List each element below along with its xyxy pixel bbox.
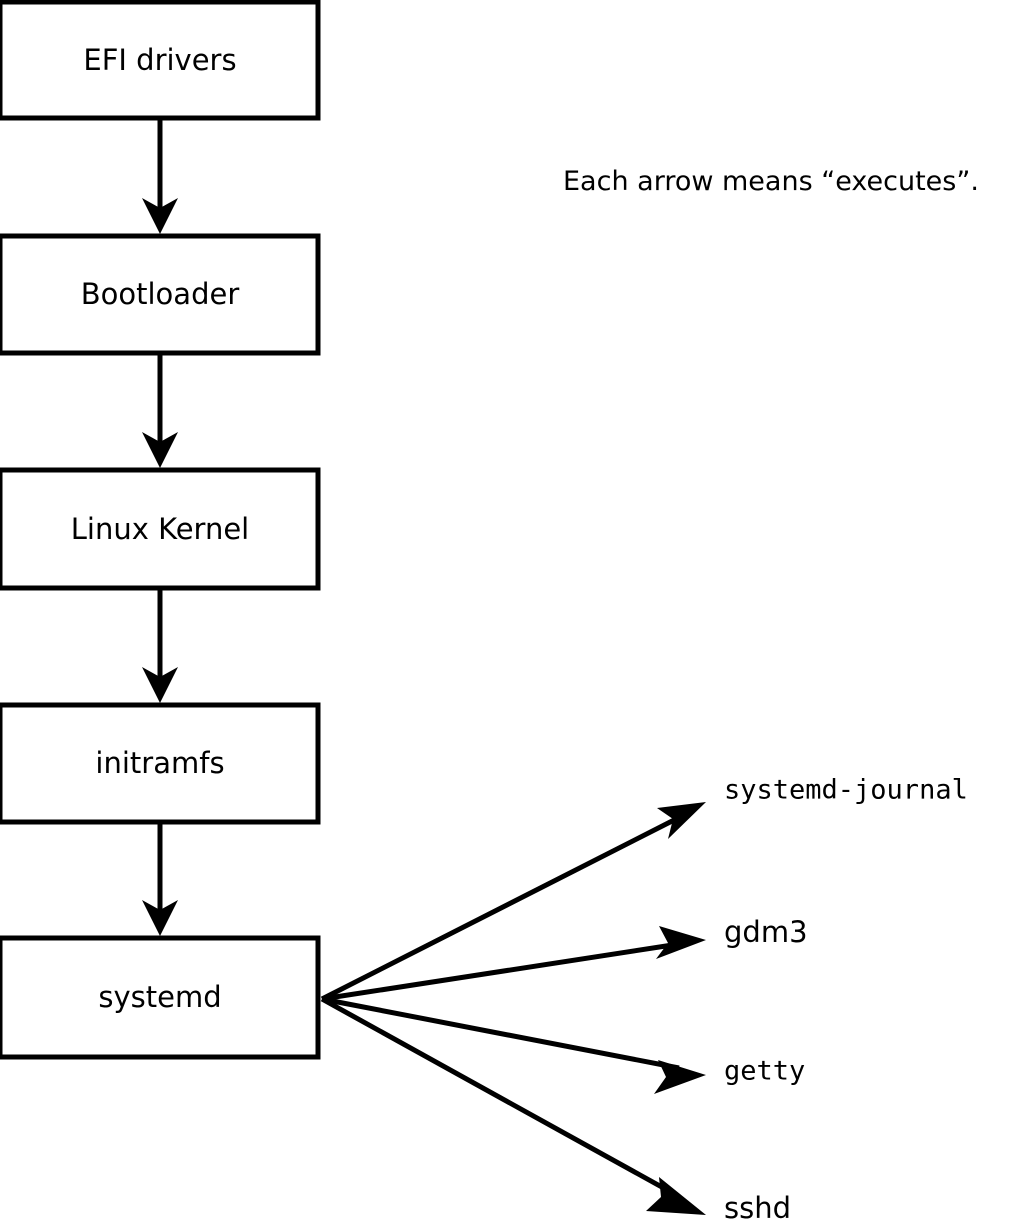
stage-box-rect xyxy=(0,935,321,1060)
arrow-shaft xyxy=(320,996,680,1199)
stage-label: initramfs xyxy=(95,746,224,780)
arrow-shaft xyxy=(321,996,680,1071)
arrow-shaft xyxy=(320,814,682,1002)
service-labels: systemd-journal gdm3 getty sshd xyxy=(724,775,968,1226)
stage-boxes: EFI drivers Bootloader Linux Kernel init… xyxy=(0,0,321,1060)
service-label-getty[interactable]: getty xyxy=(724,1056,805,1087)
arrow-head-down xyxy=(142,198,178,234)
stage-box-rect xyxy=(0,233,321,356)
arrow-efi-drivers-to-bootloader xyxy=(142,118,178,234)
stage-label: systemd xyxy=(98,980,221,1014)
stage-label: EFI drivers xyxy=(83,43,236,77)
flow-arrows xyxy=(142,118,178,936)
arrow-head-diagonal xyxy=(656,926,706,959)
service-label-systemd-journal[interactable]: systemd-journal xyxy=(724,775,968,806)
service-fan-arrows xyxy=(320,802,706,1215)
stage-node-efi-drivers[interactable]: EFI drivers xyxy=(0,0,321,121)
arrow-head-diagonal xyxy=(657,802,706,839)
arrow-head-down xyxy=(142,667,178,703)
arrow-head-down xyxy=(142,432,178,468)
arrow-systemd-to-systemd-journal xyxy=(320,802,706,1002)
arrow-bootloader-to-linux-kernel xyxy=(142,353,178,468)
service-label-sshd[interactable]: sshd xyxy=(724,1191,791,1225)
stage-node-linux-kernel[interactable]: Linux Kernel xyxy=(0,467,321,591)
diagram-caption: Each arrow means “executes”. xyxy=(563,166,979,197)
arrow-head-diagonal xyxy=(646,1177,706,1215)
stage-node-bootloader[interactable]: Bootloader xyxy=(0,233,321,356)
stage-node-initramfs[interactable]: initramfs xyxy=(0,702,321,825)
arrow-initramfs-to-systemd xyxy=(142,822,178,936)
arrow-systemd-to-gdm3 xyxy=(321,926,706,1002)
arrow-systemd-to-getty xyxy=(321,996,706,1094)
service-label-gdm3[interactable]: gdm3 xyxy=(724,915,808,949)
stage-label: Linux Kernel xyxy=(71,512,249,546)
arrow-systemd-to-sshd xyxy=(320,996,706,1215)
stage-box-rect xyxy=(0,0,321,121)
arrow-head-down xyxy=(142,900,178,936)
stage-node-systemd[interactable]: systemd xyxy=(0,935,321,1060)
arrow-shaft xyxy=(321,941,680,1002)
arrow-head-diagonal xyxy=(654,1060,706,1094)
arrow-linux-kernel-to-initramfs xyxy=(142,588,178,703)
stage-label: Bootloader xyxy=(81,277,240,311)
stage-box-rect xyxy=(0,467,321,591)
